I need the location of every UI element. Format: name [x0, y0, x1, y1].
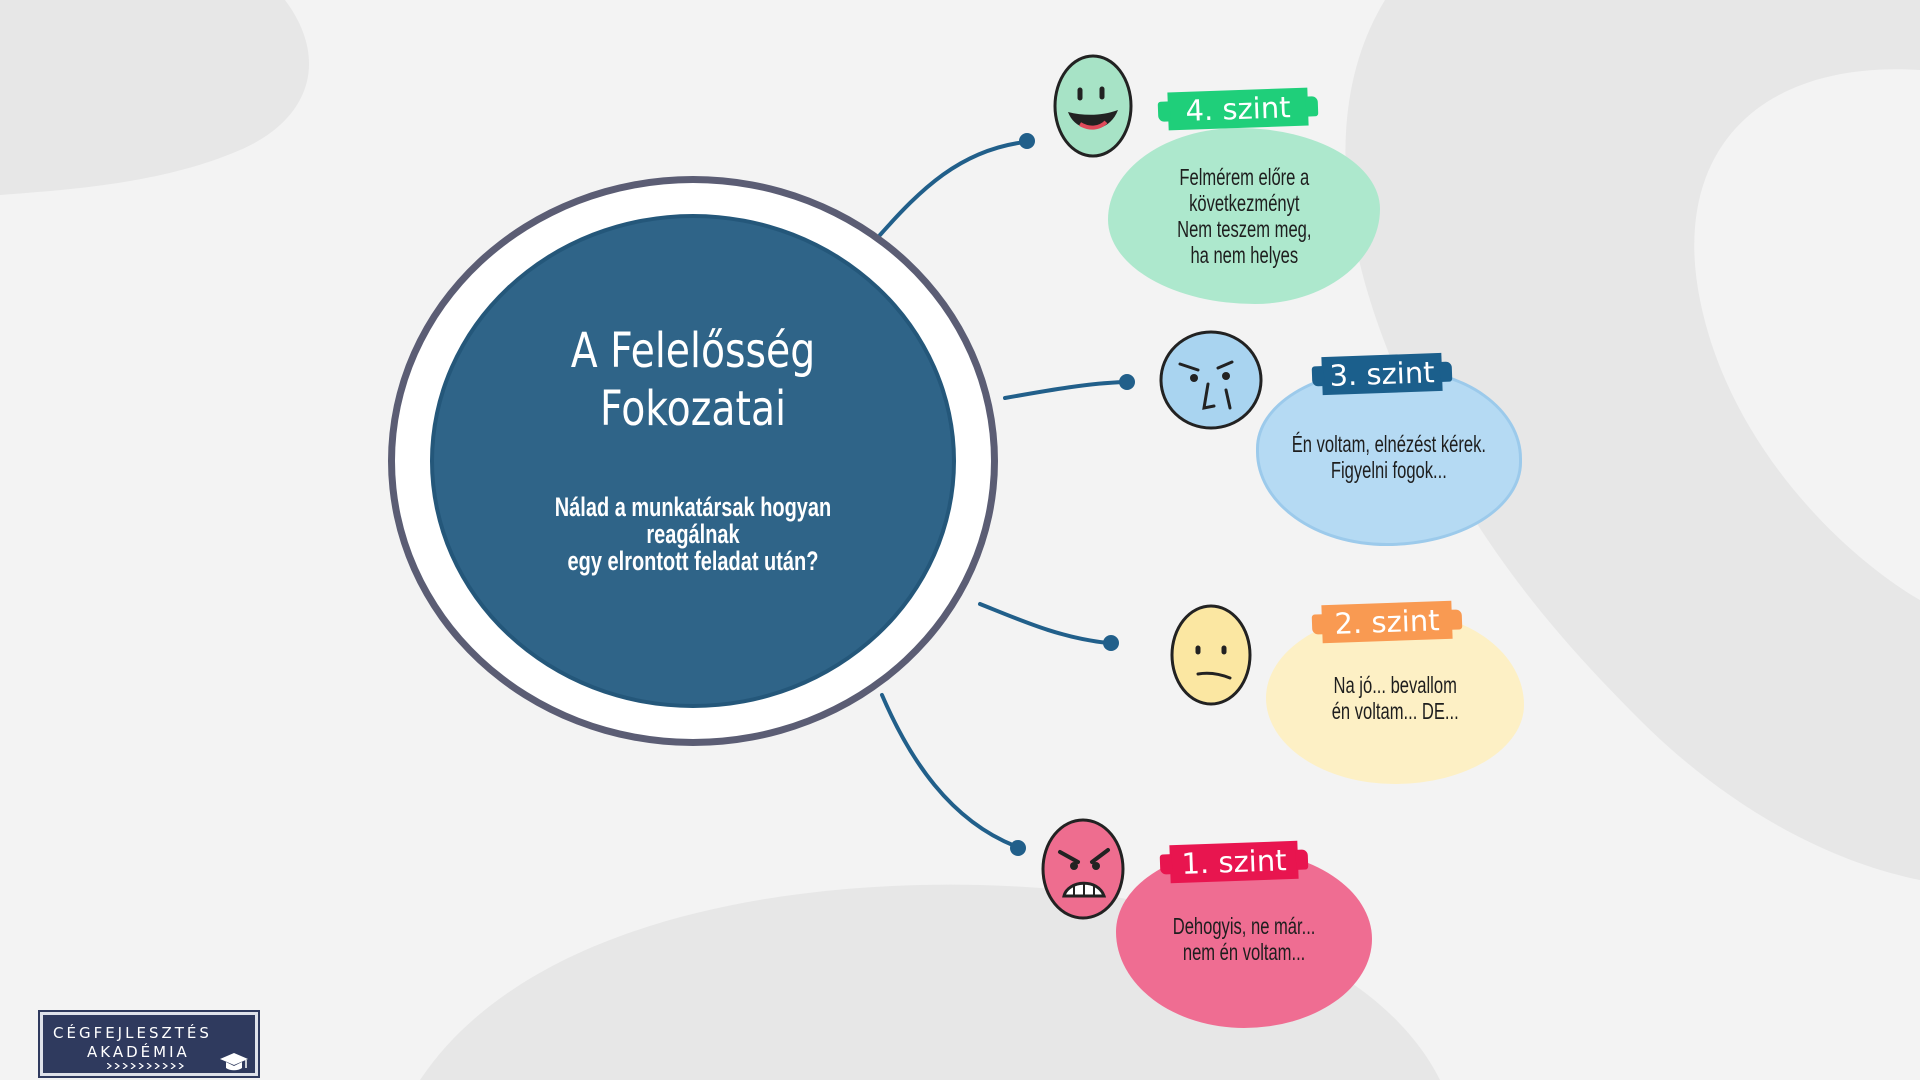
company-logo: CÉGFEJLESZTÉS AKADÉMIA — [38, 1010, 260, 1078]
level-tag-3: 3. szint — [1321, 352, 1443, 396]
bubble-line: Dehogyis, ne már... — [1172, 913, 1316, 939]
bubble-line: nem én voltam... — [1182, 939, 1306, 965]
smiling-face-icon — [1053, 54, 1133, 158]
center-subtitle-line1: Nálad a munkatársak hogyan reagálnak — [554, 492, 832, 549]
bubble-text-level-2: Na jó... bevallom én voltam... DE... — [1331, 672, 1458, 724]
bubble-line: Nem teszem meg, — [1176, 216, 1312, 242]
center-subtitle-line2: egy elrontott feladat után? — [567, 546, 819, 576]
center-title-line2: Fokozatai — [599, 381, 787, 437]
connector-dot-level-3 — [1119, 374, 1135, 390]
center-title: A Felelősség Fokozatai — [510, 322, 876, 438]
center-circle — [430, 214, 956, 708]
connector-level-3 — [1003, 380, 1127, 400]
connector-level-4 — [878, 140, 1027, 237]
bubble-level-3: Én voltam, elnézést kérek. Figyelni fogo… — [1256, 368, 1522, 546]
logo-line1: CÉGFEJLESZTÉS — [53, 1024, 212, 1042]
center-title-line1: A Felelősség — [570, 323, 816, 379]
connector-level-1 — [880, 693, 1017, 848]
connector-dot-level-4 — [1019, 133, 1035, 149]
connector-dot-level-1 — [1010, 840, 1026, 856]
bubble-level-2: Na jó... bevallom én voltam... DE... — [1266, 612, 1524, 784]
logo-line2: AKADÉMIA — [87, 1043, 190, 1061]
thinking-face-icon — [1159, 330, 1263, 430]
graduation-cap-icon — [220, 1053, 248, 1071]
bubble-line: ha nem helyes — [1190, 242, 1298, 268]
bubble-text-level-4: Felmérem előre a következményt Nem tesze… — [1177, 164, 1311, 268]
bubble-line: Én voltam, elnézést kérek. — [1291, 431, 1487, 457]
neutral-face-icon — [1170, 604, 1252, 706]
level-tag-4: 4. szint — [1167, 87, 1309, 131]
level-tag-1: 1. szint — [1169, 840, 1299, 884]
bubble-line: Felmérem előre a — [1179, 164, 1309, 190]
bubble-line: én voltam... DE... — [1331, 698, 1459, 724]
connector-level-2 — [978, 602, 1110, 645]
bubble-level-4: Felmérem előre a következményt Nem tesze… — [1108, 128, 1380, 304]
logo-chevrons — [107, 1063, 184, 1069]
bubble-text-level-3: Én voltam, elnézést kérek. Figyelni fogo… — [1292, 431, 1486, 483]
connector-dot-level-2 — [1103, 635, 1119, 651]
bubble-text-level-1: Dehogyis, ne már... nem én voltam... — [1173, 913, 1316, 965]
level-tag-2: 2. szint — [1321, 600, 1453, 644]
center-subtitle: Nálad a munkatársak hogyan reagálnak egy… — [517, 494, 869, 575]
bubble-line: Na jó... bevallom — [1333, 672, 1457, 698]
bubble-line: következményt — [1188, 190, 1300, 216]
bubble-line: Figyelni fogok... — [1331, 457, 1447, 483]
angry-face-icon — [1041, 818, 1125, 920]
